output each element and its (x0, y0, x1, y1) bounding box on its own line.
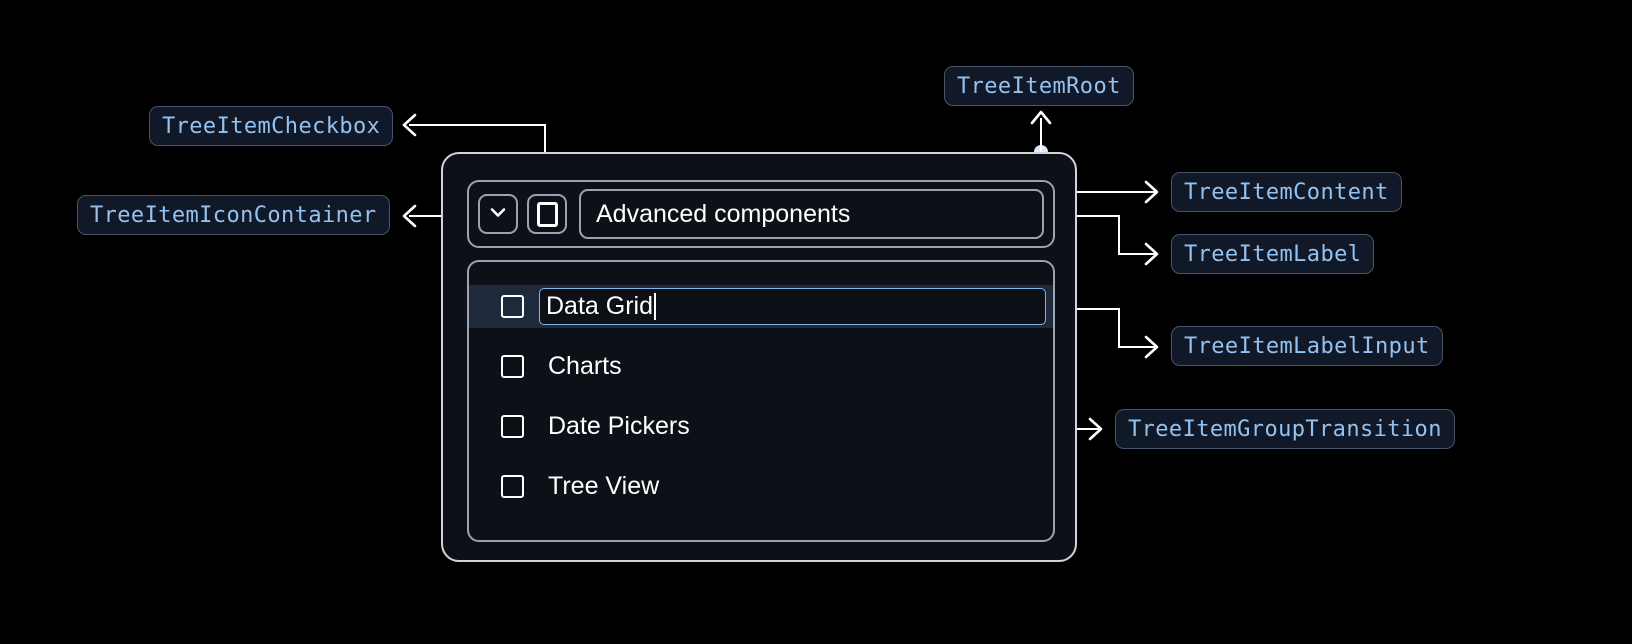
annotation-badge-treeitemcontent: TreeItemContent (1171, 172, 1402, 212)
treeitem-child-row[interactable]: Data Grid (469, 285, 1053, 328)
annotation-badge-treeitemlabel: TreeItemLabel (1171, 234, 1375, 274)
annotation-badge-treeitemcheckbox: TreeItemCheckbox (149, 106, 394, 146)
treeitem-child-checkbox[interactable] (501, 415, 524, 438)
treeitem-content[interactable]: Advanced components (467, 180, 1055, 248)
connector-line-label-h1 (1043, 215, 1120, 217)
connector-line-label-h2 (1118, 253, 1156, 255)
connector-line-labelinput-h1 (1043, 308, 1120, 310)
treeitem-child-row[interactable]: Charts (469, 345, 1053, 388)
treeitem-icon-container[interactable] (478, 194, 518, 234)
treeitem-child-checkbox[interactable] (501, 355, 524, 378)
connector-line-labelinput-v (1118, 308, 1120, 347)
treeitem-checkbox[interactable] (527, 194, 567, 234)
chevron-down-icon (486, 200, 510, 229)
treeitem-child-label: Date Pickers (548, 412, 690, 440)
treeitem-child-row[interactable]: Date Pickers (469, 405, 1053, 448)
connector-line-label-v (1118, 215, 1120, 254)
treeitem-label-input-value: Data Grid (546, 292, 653, 320)
checkbox-unchecked-icon (536, 201, 558, 227)
connector-line-labelinput-h2 (1118, 346, 1156, 348)
treeitem-label-input[interactable]: Data Grid (539, 288, 1046, 325)
treeitem-child-row[interactable]: Tree View (469, 465, 1053, 508)
treeitem-group-transition: Data Grid Charts Date Pickers Tree View (467, 260, 1055, 542)
annotation-badge-treeitemgrouptransition: TreeItemGroupTransition (1115, 409, 1455, 449)
connector-line-root (1040, 118, 1042, 152)
treeitem-label-text: Advanced components (596, 199, 851, 228)
annotation-badge-treeitemlabelinput: TreeItemLabelInput (1171, 326, 1443, 366)
treeitem-child-label: Charts (548, 352, 622, 380)
treeitem-label[interactable]: Advanced components (579, 189, 1044, 239)
treeitem-child-checkbox[interactable] (501, 295, 524, 318)
annotation-badge-treeitemroot: TreeItemRoot (944, 66, 1134, 106)
text-cursor (653, 293, 656, 320)
treeitem-child-label: Tree View (548, 472, 660, 500)
annotation-badge-treeitemiconcontainer: TreeItemIconContainer (77, 195, 390, 235)
treeitem-child-checkbox[interactable] (501, 475, 524, 498)
treeitem-root[interactable]: Advanced components Data Grid Charts Dat… (441, 152, 1077, 562)
connector-line-content (1053, 191, 1156, 193)
connector-line-checkbox-vertical (544, 124, 546, 174)
connector-line-checkbox-horizontal (409, 124, 546, 126)
